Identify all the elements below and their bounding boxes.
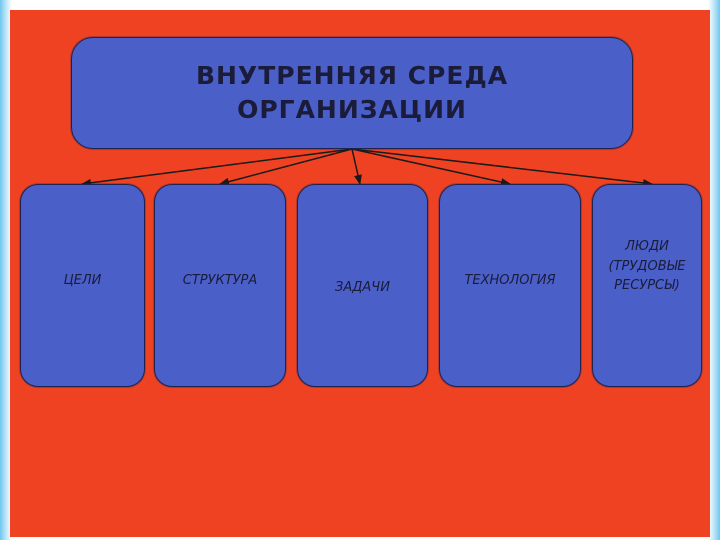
- goals-label: ЦЕЛИ: [63, 272, 102, 288]
- people-label: ЛЮДИ: [625, 239, 669, 255]
- structure-box: СТРУКТУРА: [154, 184, 286, 387]
- tasks-box: ЗАДАЧИ: [297, 184, 428, 387]
- tasks-label: ЗАДАЧИ: [335, 280, 390, 296]
- people-sub-line-2: РЕСУРСЫ): [614, 278, 680, 294]
- technology-box: ТЕХНОЛОГИЯ: [439, 184, 581, 387]
- structure-label: СТРУКТУРА: [182, 272, 258, 288]
- title-line-2: ОРГАНИЗАЦИИ: [237, 95, 467, 124]
- people-sub-line-1: (ТРУДОВЫЕ: [608, 258, 686, 274]
- people-text: ЛЮДИ (ТРУДОВЫЕ РЕСУРСЫ): [609, 237, 686, 296]
- goals-box: ЦЕЛИ: [20, 184, 145, 387]
- internal-environment-box: ВНУТРЕННЯЯ СРЕДА ОРГАНИЗАЦИИ: [71, 37, 633, 149]
- technology-label: ТЕХНОЛОГИЯ: [464, 272, 556, 288]
- title-line-1: ВНУТРЕННЯЯ СРЕДА: [195, 61, 509, 91]
- people-box: ЛЮДИ (ТРУДОВЫЕ РЕСУРСЫ): [592, 184, 702, 387]
